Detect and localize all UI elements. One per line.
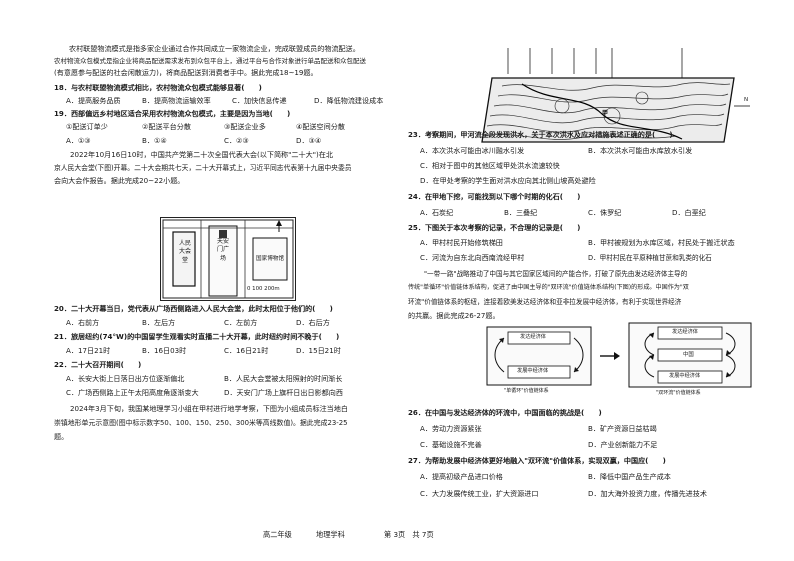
single-cycle-developed: 发达经济体 xyxy=(520,334,546,340)
label-great-hall: 人民大会堂 xyxy=(178,240,191,264)
q19-option-b[interactable]: B．①④ xyxy=(142,136,167,145)
q23-option-c[interactable]: C．相对于图中的其他区域甲处洪水流速较快 xyxy=(420,161,560,170)
passage4-line-3: 环流"价值链体系的枢纽，连接着欧美发达经济体和亚非拉发展中经济体，有利于实现世界… xyxy=(408,298,682,306)
map-scale: 0 100 200m xyxy=(247,286,280,292)
footer-page: 第 3页 共 7页 xyxy=(384,530,434,539)
passage2-line-1: 2022年10月16日10时，中国共产党第二十次全国代表大会(以下简称"二十大"… xyxy=(70,150,333,159)
transition-arrow-svg xyxy=(600,352,620,360)
q24-stem: 24．在甲地下挖，可能找到以下哪个时期的化石( ) xyxy=(408,192,581,201)
q19-stem: 19．西部偏远乡村地区适合采用农村物流众包模式，主要是因为当地( ) xyxy=(54,109,291,118)
dual-cycle-diagram: 发达经济体 中国 发展中经济体 "双环流"价值链体系 xyxy=(628,322,752,400)
q25-option-c[interactable]: C．河流为自东北向西南流经甲村 xyxy=(420,253,525,262)
single-cycle-diagram: 发达经济体 发展中经济体 "单循环"价值链体系 xyxy=(486,326,592,396)
q18-option-c[interactable]: C．加快信息传递 xyxy=(232,96,287,105)
dual-cycle-developing: 发展中经济体 xyxy=(669,373,701,379)
q18-option-a[interactable]: A．提高服务品质 xyxy=(66,96,121,105)
single-cycle-developing: 发展中经济体 xyxy=(517,368,549,374)
q24-option-b[interactable]: B．三叠纪 xyxy=(504,208,538,217)
passage4-line-2: 传统"单循环"价值链体系结构，促进了由中国主导的"双环流"价值链体系结构(下图)… xyxy=(408,284,689,291)
q25-stem: 25．下图关于本次考察的记录，不合理的记录是( ) xyxy=(408,223,581,232)
passage2-line-3: 会向大会作报告。据此完成20~22小题。 xyxy=(54,176,185,185)
q24-option-a[interactable]: A．石炭纪 xyxy=(420,208,454,217)
intro-line-2: 农村物流众包模式是指企业将商品配送需求发布到众包平台上，通过平台与合作对象进行单… xyxy=(54,57,366,65)
label-tiananmen-square: 天安门广场 xyxy=(216,238,229,262)
q18-stem: 18．与农村联盟物流模式相比，农村物流众包模式能够显著( ) xyxy=(54,83,262,92)
q19-item-3: ③配送企业多 xyxy=(224,122,266,131)
q23-option-d[interactable]: D．在甲处考察的学生面对洪水应向其北侧山坡高处避险 xyxy=(420,176,596,185)
footer-subject: 地理学科 xyxy=(316,530,345,539)
q25-option-a[interactable]: A．甲村村民开始修筑梯田 xyxy=(420,238,503,247)
q23-option-a[interactable]: A．本次洪水可能由冰川融水引发 xyxy=(420,146,525,155)
tiananmen-map-svg xyxy=(162,219,294,299)
dual-cycle-svg xyxy=(628,322,752,388)
dual-cycle-china: 中国 xyxy=(683,352,694,358)
village-jia-label: 甲 xyxy=(602,110,609,117)
q23-stem: 23．考察期间，甲河流全段发现洪水，关于本次洪水及应对措施表述正确的是( ) xyxy=(408,130,673,139)
right-column: 23．考察期间，甲河流全段发现洪水，关于本次洪水及应对措施表述正确的是( ) A… xyxy=(408,0,780,561)
tiananmen-map-figure: 人民大会堂 天安门广场 国家博物馆 0 100 200m xyxy=(160,217,296,301)
q24-option-d[interactable]: D．白垩纪 xyxy=(672,208,706,217)
single-cycle-caption: "单循环"价值链体系 xyxy=(504,388,549,394)
q24-option-c[interactable]: C．侏罗纪 xyxy=(588,208,622,217)
label-national-museum: 国家博物馆 xyxy=(256,256,284,262)
single-cycle-svg xyxy=(486,326,592,386)
q23-option-b[interactable]: B．本次洪水可能由水库放水引发 xyxy=(588,146,693,155)
intro-line-1: 农村联盟物流模式是指多家企业通过合作共同成立一家物流企业，完成联盟成员的物流配送… xyxy=(69,44,360,53)
q19-option-c[interactable]: C．②③ xyxy=(224,136,249,145)
left-column: 农村联盟物流模式是指多家企业通过合作共同成立一家物流企业，完成联盟成员的物流配送… xyxy=(14,0,386,561)
passage2-line-2: 京人民大会堂(下图)开幕。二十大会期共七天，二十大开幕式上，习近平同志代表第十九… xyxy=(54,164,352,172)
q19-option-a[interactable]: A．①③ xyxy=(66,136,91,145)
footer-grade: 高二年级 xyxy=(263,530,292,539)
topographic-map-figure: N 甲 xyxy=(462,44,762,152)
q19-item-4: ④配送空间分散 xyxy=(296,122,345,131)
topographic-map-svg xyxy=(481,48,750,143)
q18-option-d[interactable]: D．降低物流建设成本 xyxy=(314,96,384,105)
q18-option-b[interactable]: B．提高物流运输效率 xyxy=(142,96,211,105)
passage4-line-4: 的共赢。据此完成26-27题。 xyxy=(408,311,500,320)
q25-option-b[interactable]: B．甲村被规划为水库区域，村民处于搬迁状态 xyxy=(588,238,735,247)
dual-cycle-developed: 发达经济体 xyxy=(672,329,698,335)
intro-line-3: (有意愿参与配送的社会闲散运力)，将商品配送到消费者手中。据此完成18~19题。 xyxy=(54,68,318,77)
map-north-label: N xyxy=(744,97,749,103)
q19-item-2: ②配送平台分散 xyxy=(142,122,191,131)
q25-option-d[interactable]: D．甲村村民在平原种植甘蔗和乳类的化石 xyxy=(588,254,712,262)
q19-option-d[interactable]: D．③④ xyxy=(296,136,322,145)
transition-arrow xyxy=(600,322,620,360)
dual-cycle-caption: "双环流"价值链体系 xyxy=(656,390,701,396)
passage4-line-1: "一带一路"战略推动了中国与其它国家区域间的产能合作，打破了原先由发达经济体主导… xyxy=(424,270,688,278)
q19-item-1: ①配送订单少 xyxy=(66,122,108,131)
